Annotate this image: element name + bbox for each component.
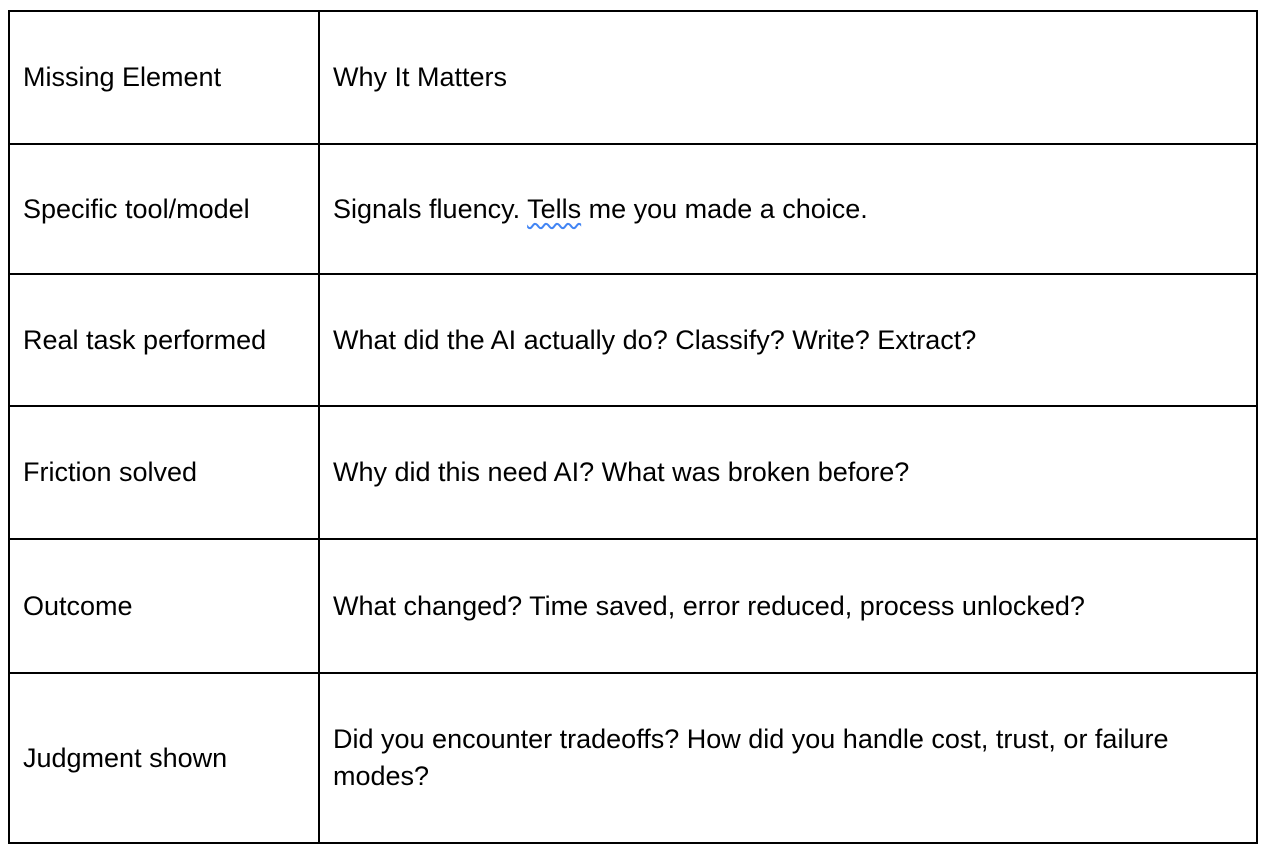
cell-missing-element: Judgment shown	[8, 672, 320, 844]
table-row: Outcome What changed? Time saved, error …	[8, 538, 1258, 674]
cell-why-it-matters: Did you encounter tradeoffs? How did you…	[318, 672, 1258, 844]
table-row: Judgment shown Did you encounter tradeof…	[8, 672, 1258, 844]
cell-missing-element: Real task performed	[8, 273, 320, 407]
why-text-before: Signals fluency.	[333, 193, 528, 224]
column-header-why-it-matters: Why It Matters	[318, 10, 1258, 145]
column-header-missing-element: Missing Element	[8, 10, 320, 145]
cell-missing-element: Friction solved	[8, 405, 320, 540]
why-text-after: me you made a choice.	[581, 193, 868, 224]
table-row: Real task performed What did the AI actu…	[8, 273, 1258, 407]
cell-why-it-matters: What changed? Time saved, error reduced,…	[318, 538, 1258, 674]
cell-missing-element: Specific tool/model	[8, 143, 320, 275]
cell-missing-element: Outcome	[8, 538, 320, 674]
table-header-row: Missing Element Why It Matters	[8, 10, 1258, 145]
table-row: Friction solved Why did this need AI? Wh…	[8, 405, 1258, 540]
table-row: Specific tool/model Signals fluency. Tel…	[8, 143, 1258, 275]
cell-why-it-matters: What did the AI actually do? Classify? W…	[318, 273, 1258, 407]
cell-why-it-matters: Why did this need AI? What was broken be…	[318, 405, 1258, 540]
missing-elements-table: Missing Element Why It Matters Specific …	[8, 10, 1258, 844]
grammar-flagged-word[interactable]: Tells	[527, 193, 582, 224]
cell-why-it-matters: Signals fluency. Tells me you made a cho…	[318, 143, 1258, 275]
